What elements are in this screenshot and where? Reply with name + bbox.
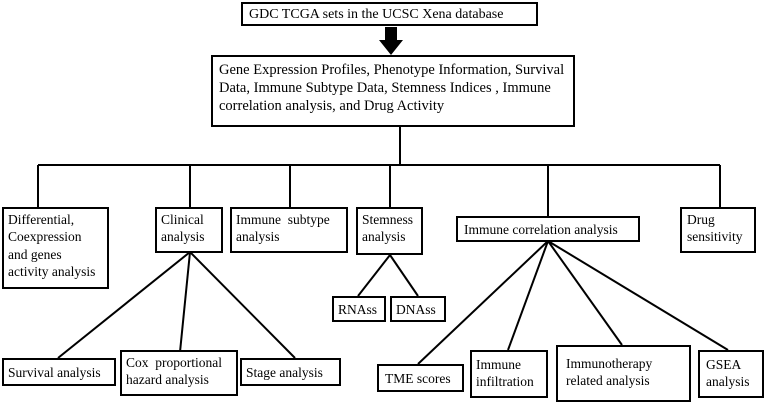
stage-label: Stage analysis xyxy=(246,365,323,380)
rnass-box: RNAss xyxy=(332,296,386,322)
drug-line-2: sensitivity xyxy=(687,229,743,245)
gsea-box: GSEA analysis xyxy=(698,350,764,398)
drug-box: Drug sensitivity xyxy=(680,207,756,253)
link-clinical-survival xyxy=(57,251,191,359)
differential-box: Differential, Coexpression and genes act… xyxy=(2,207,109,289)
survival-box: Survival analysis xyxy=(2,358,116,386)
immune-correlation-line-1: Immune correlation analysis xyxy=(464,222,618,237)
tme-box: TME scores xyxy=(377,364,464,392)
drug-line-1: Drug xyxy=(687,212,715,227)
dnass-box: DNAss xyxy=(390,296,446,322)
clinical-line-2: analysis xyxy=(161,229,205,245)
differential-line-2: Coexpression xyxy=(8,229,82,245)
differential-line-4: activity analysis xyxy=(8,263,96,279)
survival-label: Survival analysis xyxy=(8,365,101,380)
cox-box: Cox proportional hazard analysis xyxy=(120,350,238,396)
root-label: GDC TCGA sets in the UCSC Xena database xyxy=(249,7,504,22)
clinical-line-1: Clinical xyxy=(161,212,204,227)
dnass-label: DNAss xyxy=(396,302,436,317)
gsea-line-1: GSEA xyxy=(706,357,742,372)
gsea-line-2: analysis xyxy=(706,374,750,390)
immunotherapy-line-1: Immunotherapy xyxy=(566,356,653,371)
link-stemness-dnass xyxy=(389,254,419,297)
stemness-line-1: Stemness xyxy=(362,212,414,227)
data-line-1: Gene Expression Profiles, Phenotype Info… xyxy=(219,62,565,78)
link-clinical-cox xyxy=(179,251,191,353)
data-line-2: Data, Immune Subtype Data, Stemness Indi… xyxy=(219,80,551,97)
down-arrow-icon xyxy=(379,27,403,55)
link-immcorr-immunotherapy xyxy=(547,240,623,346)
link-stemness-rnass xyxy=(357,254,391,297)
root-box: GDC TCGA sets in the UCSC Xena database xyxy=(241,2,538,26)
stemness-line-2: analysis xyxy=(362,229,406,245)
data-line-3: correlation analysis, and Drug Activity xyxy=(219,98,445,115)
link-immcorr-infiltration xyxy=(507,240,549,351)
immunotherapy-line-2: related analysis xyxy=(566,373,650,389)
immune-correlation-box: Immune correlation analysis xyxy=(456,216,640,242)
tme-label: TME scores xyxy=(385,371,451,386)
differential-line-1: Differential, xyxy=(8,212,75,227)
cox-line-1: Cox proportional xyxy=(126,355,222,370)
rnass-label: RNAss xyxy=(338,302,378,317)
link-immcorr-gsea xyxy=(547,240,729,351)
immune-subtype-line-2: analysis xyxy=(236,229,280,245)
differential-line-3: and genes xyxy=(8,246,62,262)
immune-subtype-box: Immune subtype analysis xyxy=(230,207,348,253)
clinical-box: Clinical analysis xyxy=(155,207,223,253)
immune-subtype-line-1: Immune subtype xyxy=(236,212,330,227)
data-box: Gene Expression Profiles, Phenotype Info… xyxy=(211,55,575,127)
stage-box: Stage analysis xyxy=(240,358,341,386)
infiltration-line-1: Immune xyxy=(476,357,521,372)
stemness-box: Stemness analysis xyxy=(356,207,423,255)
link-immcorr-tme xyxy=(417,240,549,365)
link-clinical-stage xyxy=(189,251,296,359)
infiltration-box: Immune infiltration xyxy=(470,350,548,398)
immunotherapy-box: Immunotherapy related analysis xyxy=(556,345,691,402)
cox-line-2: hazard analysis xyxy=(126,372,209,388)
infiltration-line-2: infiltration xyxy=(476,374,534,390)
